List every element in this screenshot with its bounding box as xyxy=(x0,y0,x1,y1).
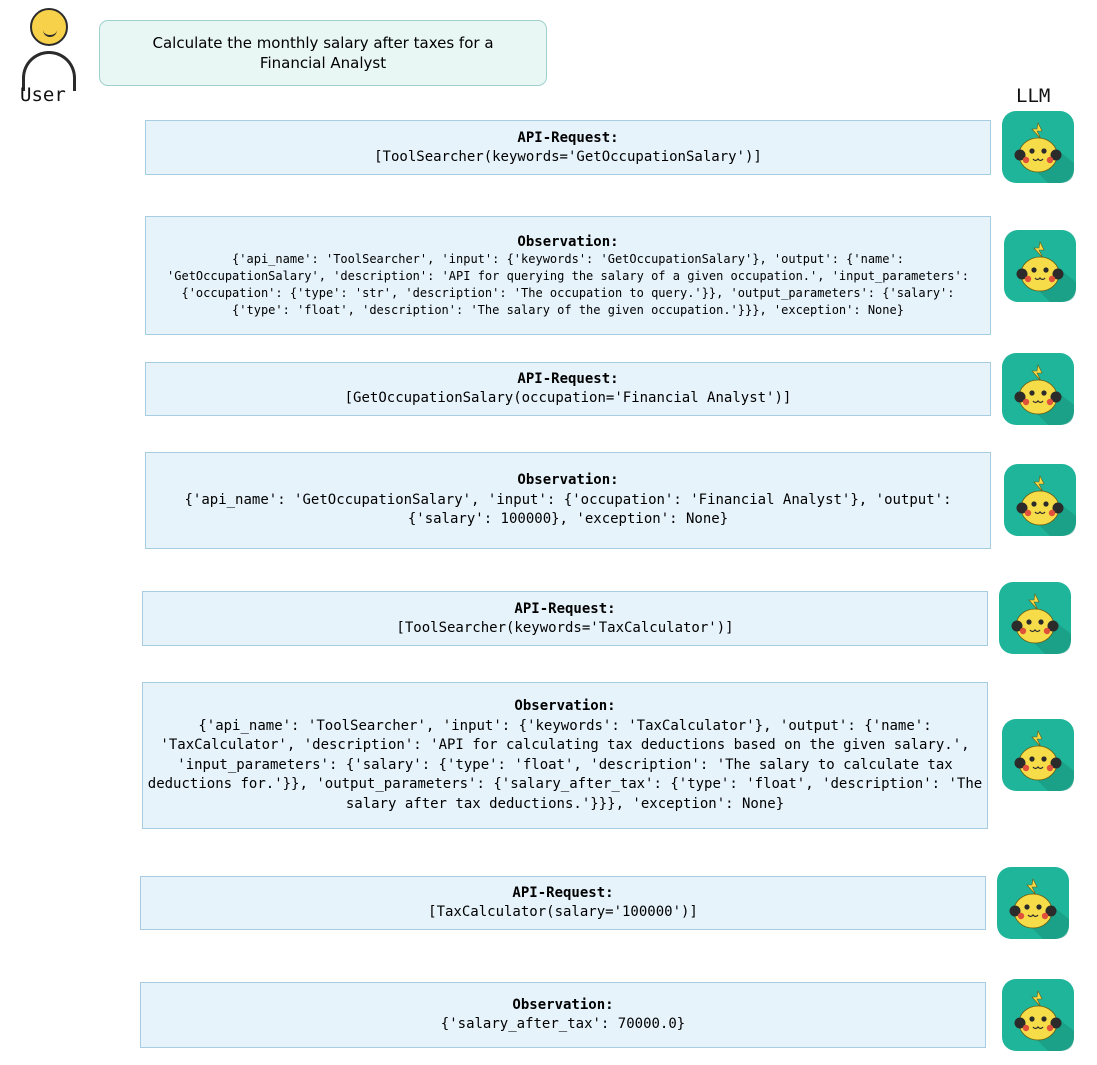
message-text: {'api_name': 'GetOccupationSalary', 'inp… xyxy=(184,491,952,528)
user-head-icon xyxy=(30,8,68,46)
observation-box: Observation: {'salary_after_tax': 70000.… xyxy=(140,982,986,1048)
llm-mascot-icon xyxy=(997,867,1069,939)
observation-box: Observation: {'api_name': 'GetOccupation… xyxy=(145,452,991,549)
api-request-box: API-Request: [GetOccupationSalary(occupa… xyxy=(145,362,991,416)
api-request-box: API-Request: [ToolSearcher(keywords='Tax… xyxy=(142,591,988,646)
observation-box: Observation: {'api_name': 'ToolSearcher'… xyxy=(142,682,988,829)
llm-mascot-icon xyxy=(1002,111,1074,183)
llm-mascot-icon xyxy=(1002,719,1074,791)
message-text: {'api_name': 'ToolSearcher', 'input': {'… xyxy=(167,251,969,317)
message-title: Observation: xyxy=(512,997,614,1013)
llm-mascot-icon xyxy=(1002,979,1074,1051)
message-text: [GetOccupationSalary(occupation='Financi… xyxy=(344,390,792,406)
message-title: API-Request: xyxy=(514,600,616,617)
user-body-icon xyxy=(22,51,76,91)
llm-mascot-icon xyxy=(1002,353,1074,425)
observation-box: Observation: {'api_name': 'ToolSearcher'… xyxy=(145,216,991,335)
user-avatar xyxy=(18,8,82,91)
user-query-bubble: Calculate the monthly salary after taxes… xyxy=(99,20,547,86)
llm-mascot-icon xyxy=(999,582,1071,654)
message-text: {'api_name': 'ToolSearcher', 'input': {'… xyxy=(147,717,983,812)
message-title: API-Request: xyxy=(517,129,619,146)
llm-mascot-icon xyxy=(1004,464,1076,536)
api-request-box: API-Request: [TaxCalculator(salary='1000… xyxy=(140,876,986,930)
message-title: API-Request: xyxy=(512,885,614,901)
message-text: [ToolSearcher(keywords='TaxCalculator')] xyxy=(396,619,734,636)
message-title: Observation: xyxy=(517,233,619,250)
message-text: [ToolSearcher(keywords='GetOccupationSal… xyxy=(374,148,762,165)
llm-mascot-icon xyxy=(1004,230,1076,302)
message-text: {'salary_after_tax': 70000.0} xyxy=(440,1016,686,1032)
message-text: [TaxCalculator(salary='100000')] xyxy=(428,904,698,920)
llm-label: LLM xyxy=(1016,85,1051,107)
message-title: Observation: xyxy=(514,698,616,714)
user-label: User xyxy=(20,84,66,106)
message-title: API-Request: xyxy=(517,371,619,387)
api-request-box: API-Request: [ToolSearcher(keywords='Get… xyxy=(145,120,991,175)
message-title: Observation: xyxy=(517,472,619,489)
